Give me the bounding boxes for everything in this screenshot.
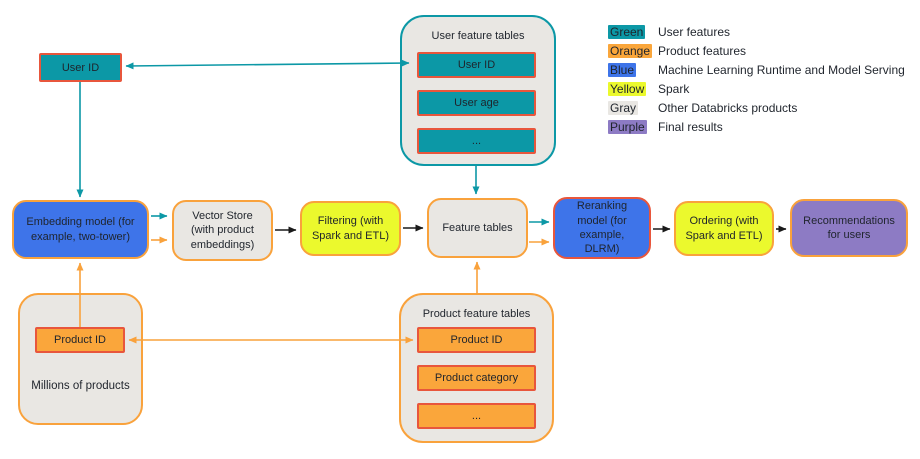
user-feature-row-id: User ID <box>417 52 536 78</box>
legend-swatch-blue: Blue <box>608 62 637 77</box>
millions-of-products-container: Millions of products <box>18 293 143 425</box>
product-feature-row-category: Product category <box>417 365 536 391</box>
node-filtering-label: Filtering (with Spark and ETL) <box>311 215 390 242</box>
node-vector-store: Vector Store (with product embeddings) <box>172 200 273 261</box>
legend-label-user-features: User features <box>658 24 731 39</box>
legend-label-other-products: Other Databricks products <box>658 100 798 115</box>
product-feature-row-more: ... <box>417 403 536 429</box>
user-feature-row-more-label: ... <box>471 135 482 147</box>
legend-row-orange: Orange Product features <box>608 41 905 60</box>
node-recommendations-label: Recommendations for users <box>803 214 895 241</box>
product-feature-row-category-label: Product category <box>434 372 519 384</box>
legend-swatch-wrap: Yellow <box>608 81 656 96</box>
legend-swatch-wrap: Purple <box>608 119 656 134</box>
node-embedding-model: Embedding model (for example, two-tower) <box>12 200 149 259</box>
product-feature-tables-title: Product feature tables <box>422 308 531 320</box>
product-feature-row-more-label: ... <box>471 410 482 422</box>
legend-label-product-features: Product features <box>658 43 747 58</box>
legend-swatch-orange: Orange <box>608 43 653 58</box>
node-reranking-model-label: Reranking model (for example, DLRM) <box>576 200 628 256</box>
legend-label-spark: Spark <box>658 81 690 96</box>
legend-row-yellow: Yellow Spark <box>608 79 905 98</box>
legend-swatch-wrap: Blue <box>608 62 656 77</box>
legend-row-purple: Purple Final results <box>608 117 905 136</box>
legend-swatch-purple: Purple <box>608 119 647 134</box>
legend-label-final-results: Final results <box>658 119 723 134</box>
legend-label-ml-runtime: Machine Learning Runtime and Model Servi… <box>658 62 905 77</box>
node-user-id: User ID <box>39 53 122 82</box>
node-ordering-label: Ordering (with Spark and ETL) <box>685 215 763 242</box>
node-feature-tables: Feature tables <box>427 198 528 258</box>
node-filtering: Filtering (with Spark and ETL) <box>300 201 401 256</box>
legend-row-blue: Blue Machine Learning Runtime and Model … <box>608 60 905 79</box>
user-feature-row-more: ... <box>417 128 536 154</box>
user-feature-row-age: User age <box>417 90 536 116</box>
millions-product-id-label: Product ID <box>54 334 106 346</box>
legend-swatch-wrap: Green <box>608 24 656 39</box>
user-feature-row-id-label: User ID <box>457 59 496 71</box>
legend-swatch-green: Green <box>608 24 646 39</box>
legend-swatch-wrap: Gray <box>608 100 656 115</box>
node-embedding-model-label: Embedding model (for example, two-tower) <box>26 216 135 243</box>
legend-swatch-wrap: Orange <box>608 43 656 58</box>
millions-product-id-row: Product ID <box>35 327 125 353</box>
millions-of-products-caption: Millions of products <box>31 380 130 392</box>
legend-row-gray: Gray Other Databricks products <box>608 98 905 117</box>
legend-row-green: Green User features <box>608 22 905 41</box>
node-vector-store-label: Vector Store (with product embeddings) <box>190 210 255 251</box>
node-feature-tables-label: Feature tables <box>442 221 513 234</box>
node-user-id-label: User ID <box>61 61 100 74</box>
product-feature-row-id-label: Product ID <box>450 334 503 346</box>
node-recommendations: Recommendations for users <box>790 199 908 257</box>
legend: Green User features Orange Product featu… <box>608 22 905 136</box>
user-feature-row-age-label: User age <box>454 97 499 109</box>
node-ordering: Ordering (with Spark and ETL) <box>674 201 774 256</box>
node-reranking-model: Reranking model (for example, DLRM) <box>553 197 651 259</box>
arrow-userid-usertable-bidirectional <box>125 59 410 70</box>
legend-swatch-yellow: Yellow <box>608 81 647 96</box>
user-feature-tables-title: User feature tables <box>431 30 525 42</box>
legend-swatch-gray: Gray <box>608 100 639 115</box>
product-feature-row-id: Product ID <box>417 327 536 353</box>
